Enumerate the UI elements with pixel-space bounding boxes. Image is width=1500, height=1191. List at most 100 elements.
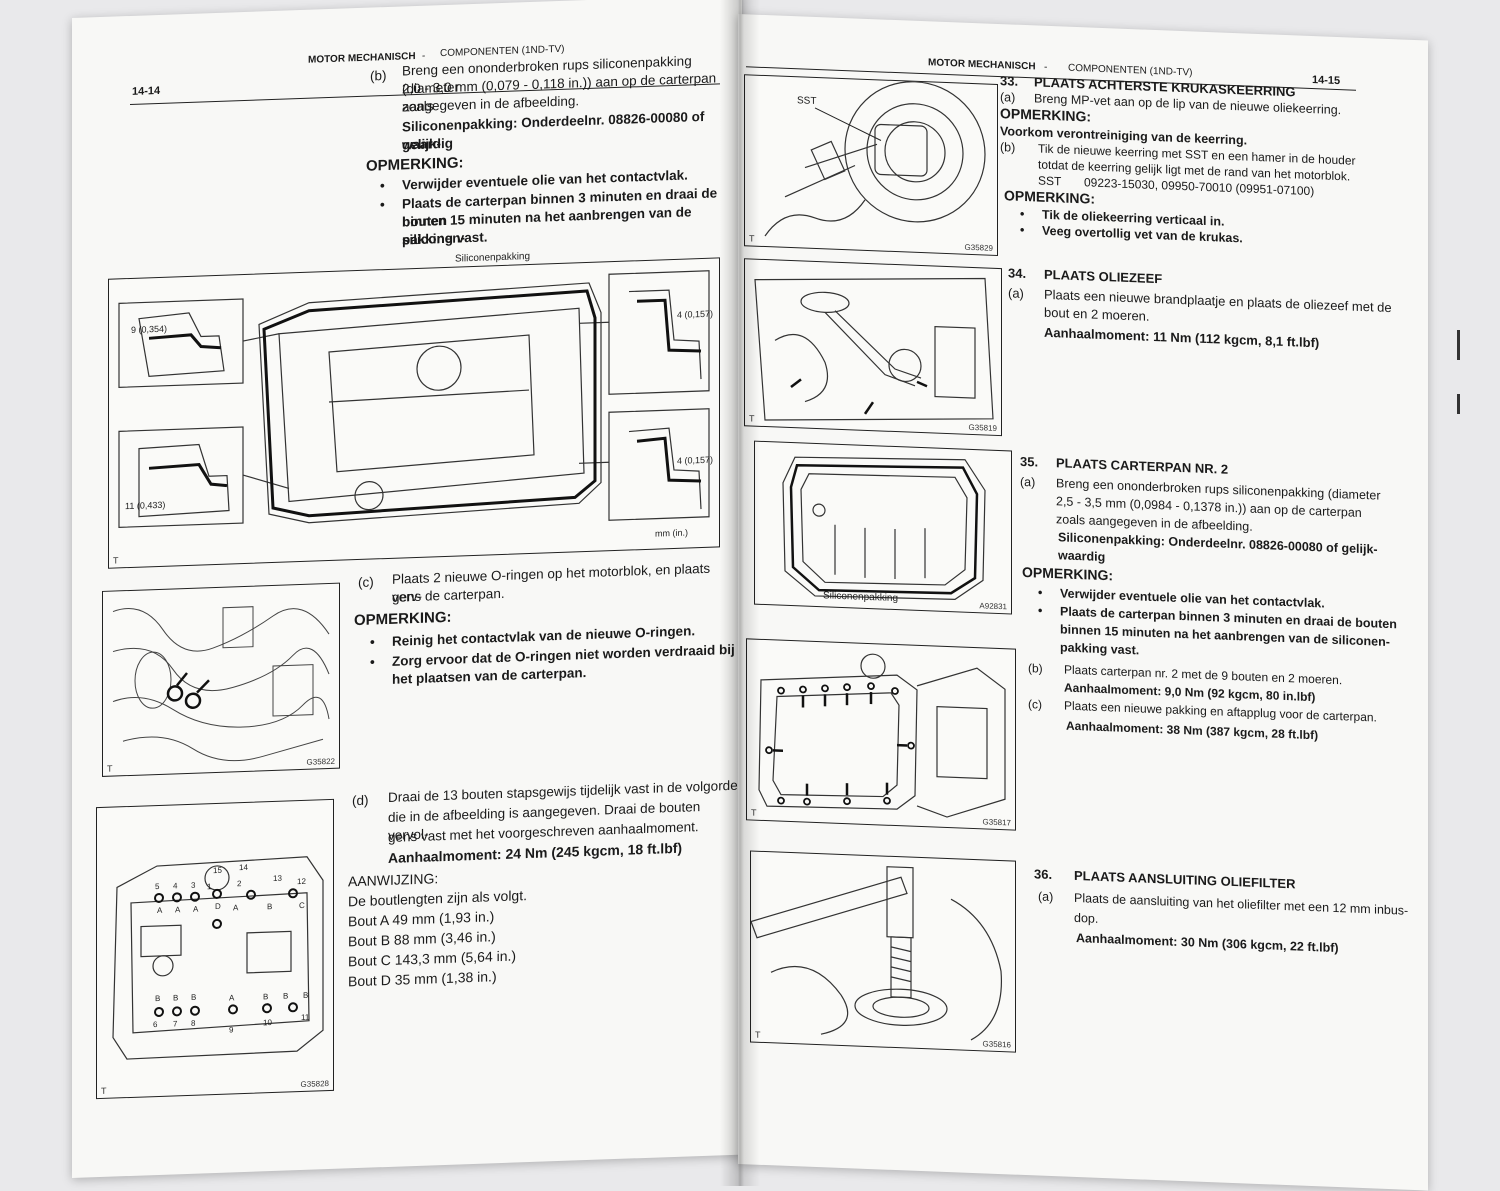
oil-pan-no2-bolts-figure: G35817 T — [746, 638, 1016, 830]
bolt-sequence-figure: 15 14 5 4 3 1 2 13 12 6 7 8 9 10 11 A A … — [96, 799, 334, 1099]
step-34-a-label: (a) — [1008, 284, 1024, 303]
sst-label: SST — [797, 95, 816, 107]
step-35-note-title: OPMERKING: — [1022, 563, 1113, 584]
bolt-number: 11 — [301, 1013, 309, 1022]
bolt-number: 2 — [237, 879, 241, 888]
bolt-number: 10 — [263, 1018, 272, 1027]
bolt-letter: A — [233, 903, 238, 912]
step-b-note-title: OPMERKING: — [366, 154, 464, 175]
step-35-b-label: (b) — [1028, 659, 1043, 678]
dimension-label-1: 9 (0,354) — [131, 324, 167, 335]
step-b-label: (b) — [370, 67, 387, 86]
step-35-c-label: (c) — [1028, 695, 1042, 714]
bolt-letter: A — [175, 905, 180, 914]
step-d-hint-line: De boutlengten zijn als volgt. — [348, 886, 527, 910]
step-b-spec-2: waardig — [402, 135, 453, 155]
bolt-number: 13 — [273, 874, 282, 883]
o-ring-figure: G35822 T — [102, 583, 340, 777]
oil-strainer-figure: G35819 T — [744, 258, 1002, 436]
step-c-line-2: gens de carterpan. — [392, 585, 505, 607]
bolt-number: 15 — [213, 866, 222, 875]
step-33-note-2-title: OPMERKING: — [1004, 186, 1095, 207]
bolt-letter: B — [303, 991, 308, 1000]
page-edge-tab — [1457, 394, 1460, 414]
step-d-hint-line: Bout B 88 mm (3,46 in.) — [348, 927, 496, 950]
step-36-torque: Aanhaalmoment: 30 Nm (306 kgcm, 22 ft.lb… — [1076, 929, 1339, 957]
figure-code: A92831 — [979, 601, 1007, 611]
unit-label: mm (in.) — [655, 527, 688, 538]
header-dash: - — [1044, 62, 1047, 73]
step-c-note-title: OPMERKING: — [354, 609, 452, 630]
rear-oil-seal-drawing — [745, 75, 997, 255]
bolt-number: 14 — [239, 863, 248, 872]
bolt-letter: B — [191, 993, 196, 1002]
oil-strainer-drawing — [745, 259, 1001, 435]
dimension-label-2: 11 (0,433) — [125, 500, 165, 511]
step-35-spec-2: waardig — [1058, 546, 1105, 566]
oil-filter-union-drawing — [751, 851, 1015, 1051]
step-36-a-line-1: Plaats de aansluiting van het oliefilter… — [1074, 889, 1408, 920]
step-35-a-label: (a) — [1020, 473, 1035, 492]
figure-code: G35829 — [965, 243, 993, 253]
figure-code: G35819 — [969, 423, 997, 433]
bolt-letter: B — [155, 994, 160, 1003]
oil-pan-no2-bolts-drawing — [747, 639, 1015, 829]
oil-pan-sealant-figure: Siliconenpakking — [108, 257, 720, 568]
page-number: 14-15 — [1312, 74, 1340, 87]
figure-corner-mark: T — [751, 807, 757, 817]
figure-code: G35817 — [983, 817, 1011, 827]
dimension-label-3: 4 (0,157) — [677, 309, 713, 320]
bolt-number: 9 — [229, 1025, 233, 1034]
step-d-hint-line: Bout D 35 mm (1,38 in.) — [348, 967, 497, 990]
header-section: MOTOR MECHANISCH — [308, 51, 416, 66]
figure-title: Siliconenpakking — [455, 251, 530, 265]
step-d-hint-line: Bout A 49 mm (1,93 in.) — [348, 907, 494, 930]
bolt-number: 12 — [297, 877, 306, 886]
header-dash: - — [422, 51, 425, 62]
step-34-a-line-2: bout en 2 moeren. — [1044, 304, 1150, 326]
figure-corner-mark: T — [101, 1086, 107, 1096]
figure-corner-mark: T — [113, 555, 119, 565]
step-36-a-line-2: dop. — [1074, 909, 1098, 928]
bolt-letter: A — [157, 906, 162, 915]
step-34-number: 34. — [1008, 264, 1026, 283]
o-ring-drawing — [103, 584, 339, 776]
bolt-number: 7 — [173, 1019, 177, 1028]
step-36-number: 36. — [1034, 865, 1052, 884]
bolt-number: 4 — [173, 881, 177, 890]
figure-code: G35828 — [301, 1079, 329, 1089]
bolt-letter: A — [193, 905, 198, 914]
rear-oil-seal-figure: SST G35829 T — [744, 74, 998, 256]
step-33-b-label: (b) — [1000, 138, 1015, 157]
step-d-label: (d) — [352, 792, 369, 811]
step-d-hint-title: AANWIJZING: — [348, 869, 438, 890]
figure-corner-mark: T — [755, 1030, 761, 1040]
bolt-sequence-drawing — [97, 800, 333, 1098]
bolt-number: 8 — [191, 1019, 195, 1028]
oil-filter-union-figure: G35816 T — [750, 850, 1016, 1052]
bolt-letter: A — [229, 993, 234, 1002]
bolt-letter: C — [299, 901, 305, 910]
step-36-a-label: (a) — [1038, 888, 1053, 907]
dimension-label-4: 4 (0,157) — [677, 455, 713, 466]
bolt-letter: D — [215, 902, 221, 911]
step-35-bullet-2-end: pakking vast. — [1060, 638, 1139, 659]
bolt-number: 1 — [207, 882, 211, 891]
bolt-letter: B — [173, 993, 178, 1002]
bolt-letter: B — [263, 992, 268, 1001]
right-page: MOTOR MECHANISCH - COMPONENTEN (1ND-TV) … — [738, 14, 1428, 1191]
figure-corner-mark: T — [749, 413, 755, 423]
bolt-number: 6 — [153, 1020, 157, 1029]
step-34-torque: Aanhaalmoment: 11 Nm (112 kgcm, 8,1 ft.l… — [1044, 324, 1319, 353]
step-34-title: PLAATS OLIEZEEF — [1044, 266, 1162, 289]
page-number: 14-14 — [132, 85, 160, 98]
figure-corner-mark: T — [107, 764, 113, 774]
oil-pan-drawing — [109, 258, 719, 567]
oil-pan-no2-figure: Siliconenpakking A92831 — [754, 441, 1012, 615]
figure-code: G35822 — [307, 757, 335, 767]
step-b-bullet-2-end: pakking vast. — [402, 228, 488, 249]
figure-corner-mark: T — [749, 233, 755, 243]
figure-code: G35816 — [983, 1039, 1011, 1049]
step-35-number: 35. — [1020, 453, 1038, 472]
bolt-number: 5 — [155, 882, 159, 891]
